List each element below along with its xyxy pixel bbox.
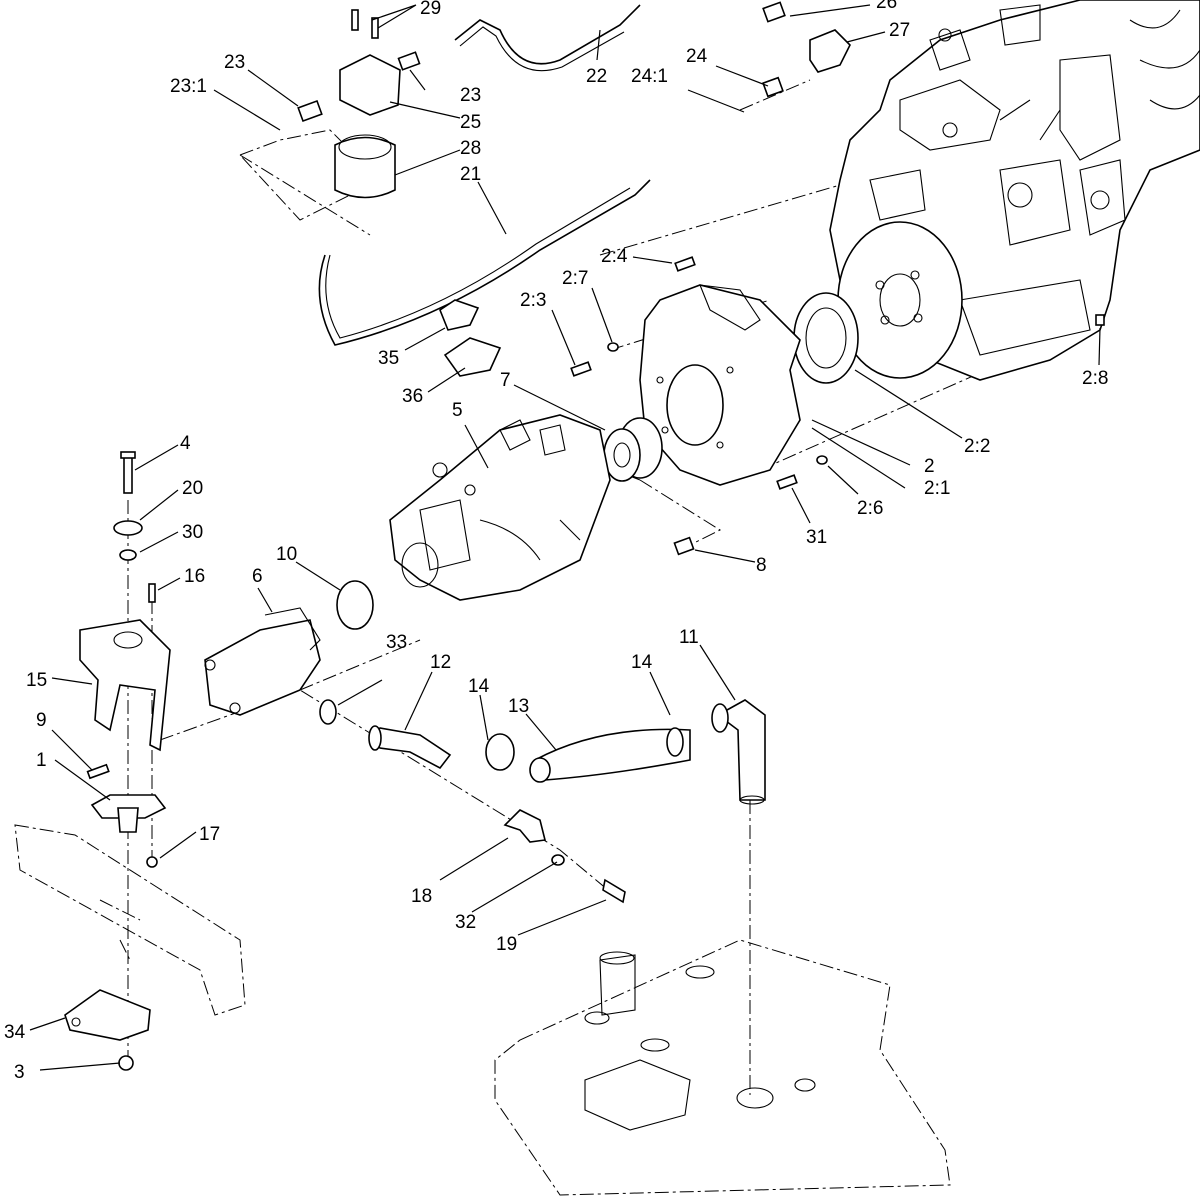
callout-8: 8 (756, 555, 767, 576)
frame-rail (14, 824, 246, 1016)
o-ring-large (336, 580, 374, 630)
engine-fittings (762, 1, 851, 98)
callout-18: 18 (411, 886, 432, 907)
bellhousing (639, 284, 801, 486)
callout-labels: 1 2 2:1 2:2 2:3 2:4 2:6 2:7 2:8 3 4 5 6 … (4, 0, 1108, 1083)
callout-11: 11 (679, 627, 699, 648)
callout-2-8: 2:8 (1082, 368, 1108, 389)
callout-28: 28 (460, 138, 481, 159)
callout-33: 33 (386, 632, 407, 653)
filter-assembly (297, 9, 421, 199)
hydraulic-hoses (318, 4, 651, 346)
fasteners-left (86, 583, 158, 868)
callout-22: 22 (586, 66, 607, 87)
drive-coupler (603, 417, 663, 482)
callout-9: 9 (36, 710, 47, 731)
callout-5: 5 (452, 400, 463, 421)
suction-hose-assembly (368, 725, 691, 783)
callout-23a: 23 (224, 52, 245, 73)
callout-4: 4 (180, 433, 191, 454)
bolt-and-washers (113, 451, 143, 561)
callout-6: 6 (252, 566, 263, 587)
flange-nut (118, 1055, 134, 1071)
callout-19: 19 (496, 934, 517, 955)
callout-25: 25 (460, 112, 481, 133)
hydraulic-pump-assembly (389, 414, 611, 601)
pump-mount-bracket (79, 619, 171, 752)
flywheel-coupling (793, 292, 859, 384)
callout-31: 31 (806, 527, 827, 548)
callout-21: 21 (460, 164, 481, 185)
leader-lines (29, 4, 1101, 1071)
mounting-plate (64, 989, 151, 1041)
callout-20: 20 (182, 478, 203, 499)
callout-17: 17 (199, 824, 220, 845)
isolator-mount (90, 794, 167, 833)
callout-3: 3 (14, 1062, 25, 1083)
callout-14a: 14 (468, 676, 490, 697)
callout-35: 35 (378, 348, 399, 369)
o-ring-small (319, 699, 337, 725)
suction-strainer (711, 699, 766, 805)
callout-24-1: 24:1 (631, 66, 668, 87)
gear-pump (204, 607, 321, 716)
callout-34: 34 (4, 1022, 26, 1043)
callout-1: 1 (36, 750, 47, 771)
callout-27: 27 (889, 20, 910, 41)
callout-12: 12 (430, 652, 451, 673)
callout-32: 32 (455, 912, 476, 933)
callout-23-1: 23:1 (170, 76, 207, 97)
callout-2-7: 2:7 (562, 268, 588, 289)
callout-29: 29 (420, 0, 441, 19)
callout-2-2: 2:2 (964, 436, 990, 457)
callout-10: 10 (276, 544, 297, 565)
small-fasteners (439, 256, 1105, 556)
callout-7: 7 (500, 370, 511, 391)
callout-2: 2 (924, 456, 935, 477)
callout-2-3: 2:3 (520, 290, 546, 311)
callout-2-6: 2:6 (857, 498, 883, 519)
callout-2-1: 2:1 (924, 478, 950, 499)
callout-30: 30 (182, 522, 203, 543)
engine-assembly (829, 0, 1200, 381)
hose-clamp-bracket (503, 809, 626, 904)
callout-16: 16 (184, 566, 205, 587)
callout-24: 24 (686, 46, 708, 67)
callout-13: 13 (508, 696, 529, 717)
callout-26: 26 (876, 0, 897, 13)
callout-36: 36 (402, 386, 423, 407)
callout-23b: 23 (460, 85, 481, 106)
hydraulic-tank (494, 939, 951, 1196)
callout-15: 15 (26, 670, 47, 691)
callout-14b: 14 (631, 652, 653, 673)
callout-2-4: 2:4 (601, 246, 628, 267)
